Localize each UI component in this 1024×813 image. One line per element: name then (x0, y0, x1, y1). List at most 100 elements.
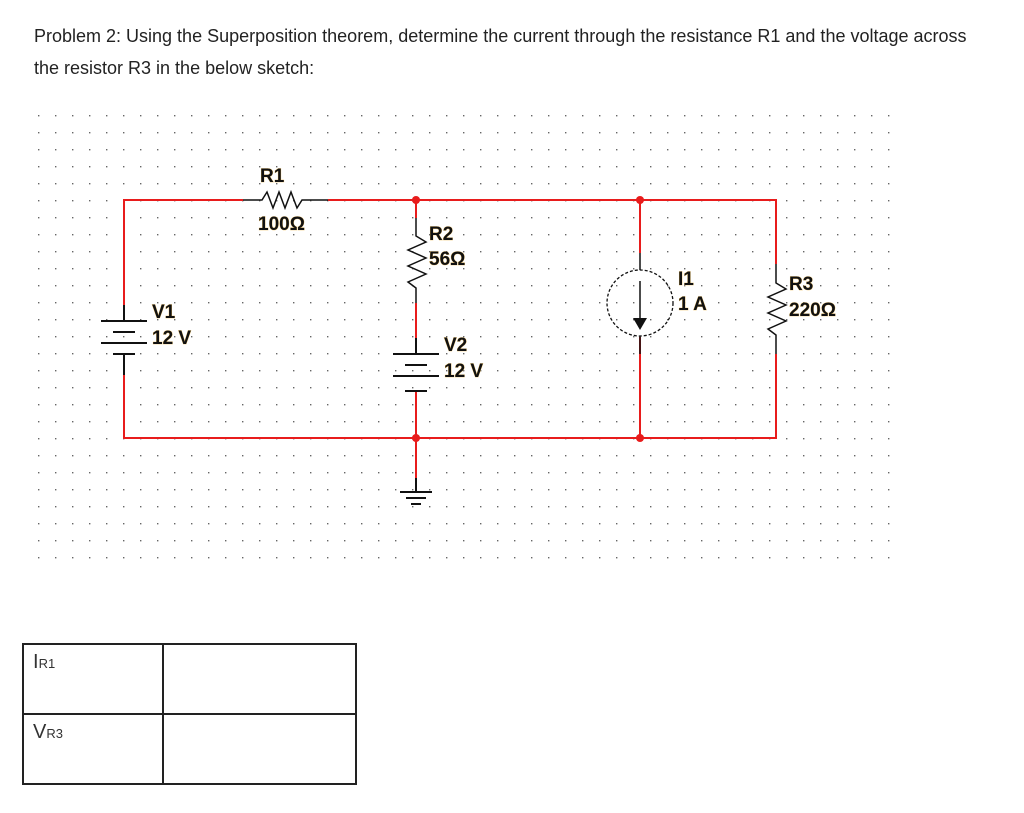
grid-dot (327, 506, 329, 508)
grid-dot (242, 489, 244, 491)
grid-dot (854, 438, 856, 440)
grid-dot (38, 132, 40, 134)
grid-dot (599, 336, 601, 338)
grid-dot (480, 217, 482, 219)
grid-dot (310, 489, 312, 491)
grid-dot (548, 404, 550, 406)
grid-dot (837, 166, 839, 168)
grid-dot (446, 132, 448, 134)
grid-dot (429, 523, 431, 525)
answer-label-ir1: IR1 (22, 643, 164, 715)
grid-dot (769, 149, 771, 151)
grid-dot (208, 268, 210, 270)
grid-dot (497, 421, 499, 423)
grid-dot (701, 370, 703, 372)
grid-dot (123, 455, 125, 457)
battery-v2-symbol (393, 338, 439, 392)
grid-dot (429, 336, 431, 338)
grid-dot (871, 200, 873, 202)
grid-dot (293, 285, 295, 287)
grid-dot (446, 183, 448, 185)
grid-dot (837, 489, 839, 491)
grid-dot (38, 557, 40, 559)
grid-dot (888, 183, 890, 185)
node-bottom-i1 (636, 434, 644, 442)
grid-dot (293, 319, 295, 321)
grid-dot (55, 285, 57, 287)
grid-dot (157, 183, 159, 185)
grid-dot (293, 302, 295, 304)
grid-dot (565, 183, 567, 185)
grid-dot (157, 472, 159, 474)
grid-dot (208, 506, 210, 508)
grid-dot (616, 234, 618, 236)
grid-dot (820, 404, 822, 406)
grid-dot (735, 472, 737, 474)
grid-dot (38, 421, 40, 423)
grid-dot (888, 285, 890, 287)
grid-dot (786, 523, 788, 525)
grid-dot (344, 319, 346, 321)
grid-dot (531, 540, 533, 542)
grid-dot (820, 149, 822, 151)
grid-dot (565, 387, 567, 389)
grid-dot (616, 353, 618, 355)
grid-dot (361, 319, 363, 321)
grid-dot (225, 336, 227, 338)
grid-dot (276, 506, 278, 508)
grid-dot (871, 523, 873, 525)
grid-dot (735, 251, 737, 253)
grid-dot (259, 217, 261, 219)
grid-dot (803, 183, 805, 185)
grid-dot (633, 234, 635, 236)
grid-dot (633, 472, 635, 474)
answer-value-ir1[interactable] (162, 643, 357, 715)
grid-dot (599, 540, 601, 542)
grid-dot (72, 421, 74, 423)
grid-dot (854, 251, 856, 253)
grid-dot (140, 149, 142, 151)
grid-dot (157, 285, 159, 287)
grid-dot (871, 302, 873, 304)
grid-dot (582, 540, 584, 542)
grid-dot (769, 472, 771, 474)
answer-value-vr3[interactable] (162, 713, 357, 785)
grid-dot (633, 302, 635, 304)
grid-dot (463, 540, 465, 542)
grid-dot (191, 421, 193, 423)
grid-dot (412, 404, 414, 406)
grid-dot (174, 540, 176, 542)
grid-dot (752, 506, 754, 508)
grid-dot (293, 217, 295, 219)
grid-dot (599, 557, 601, 559)
grid-dot (820, 370, 822, 372)
grid-dot (157, 489, 159, 491)
grid-dot (140, 387, 142, 389)
grid-dot (582, 557, 584, 559)
grid-dot (276, 183, 278, 185)
grid-dot (327, 370, 329, 372)
grid-dot (446, 404, 448, 406)
grid-dot (106, 251, 108, 253)
grid-dot (429, 302, 431, 304)
grid-dot (157, 268, 159, 270)
grid-dot (140, 506, 142, 508)
grid-dot (633, 183, 635, 185)
grid-dot (310, 370, 312, 372)
grid-dot (718, 387, 720, 389)
grid-dot (310, 557, 312, 559)
grid-dot (412, 489, 414, 491)
grid-dot (157, 336, 159, 338)
grid-dot (837, 455, 839, 457)
grid-dot (735, 557, 737, 559)
grid-dot (786, 166, 788, 168)
grid-dot (225, 268, 227, 270)
grid-dot (242, 387, 244, 389)
grid-dot (38, 234, 40, 236)
grid-dot (497, 455, 499, 457)
grid-dot (242, 217, 244, 219)
grid-dot (786, 455, 788, 457)
grid-dot (735, 489, 737, 491)
grid-dot (55, 489, 57, 491)
grid-dot (599, 166, 601, 168)
